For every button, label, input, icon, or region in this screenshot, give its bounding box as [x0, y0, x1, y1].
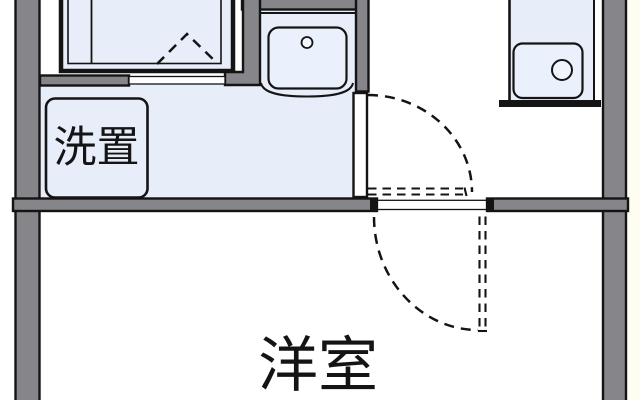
laundry-space-label: 洗置: [54, 123, 140, 173]
doorway-left-cap: [370, 197, 378, 212]
bathroom-door-threshold: [128, 75, 226, 85]
sink-drain-icon: [551, 59, 573, 81]
western-room-label: 洋室: [258, 331, 378, 400]
bathroom-lower-wall: [38, 74, 131, 87]
main-wall-right-segment: [485, 197, 630, 213]
bathroom-folding-door: [156, 32, 218, 65]
bath-washroom-wall: [223, 0, 262, 87]
hinged-door-swing-lower: [372, 216, 487, 333]
main-wall-left-segment: [11, 197, 379, 213]
kitchen-sink: [499, 0, 601, 107]
outside-right-strip: [626, 0, 640, 400]
main-doorway-threshold: [376, 199, 488, 211]
bathtub: [58, 0, 236, 74]
counter-front-edge: [499, 100, 601, 107]
washroom-hall-wall-upper: [354, 0, 370, 93]
washbasin: [260, 12, 355, 98]
washing-machine-space: 洗置: [44, 97, 149, 199]
washbasin-faucet-icon: [300, 36, 314, 49]
hinged-door-swing-upper: [367, 93, 474, 197]
washroom-hall-wall-lower: [352, 91, 369, 199]
doorway-right-cap: [486, 197, 494, 212]
